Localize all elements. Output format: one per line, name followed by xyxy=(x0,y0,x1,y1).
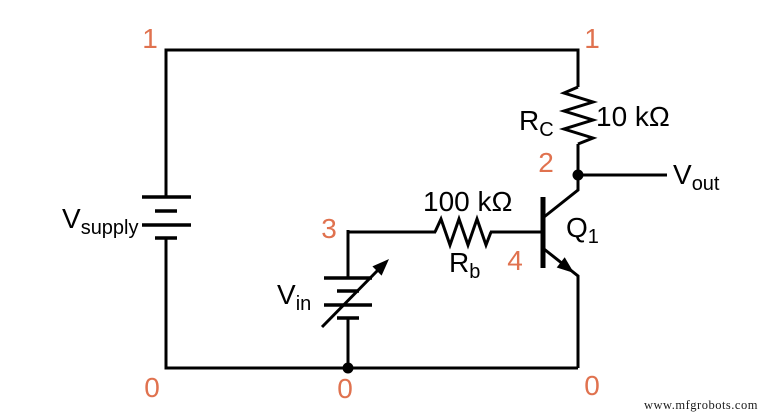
node-label-1-right: 1 xyxy=(584,23,600,54)
vin-label-main: V xyxy=(277,279,296,310)
rc-resistor-zigzag xyxy=(558,85,599,146)
vin-label-sub: in xyxy=(295,293,312,315)
rc-value: 10 kΩ xyxy=(596,101,670,132)
node2-junction-dot xyxy=(572,169,584,181)
vin-variable-arrow-icon xyxy=(372,259,389,276)
q1-label-sub: 1 xyxy=(587,226,599,248)
watermark-text: www.mfgrobots.com xyxy=(644,398,758,412)
node-label-2: 2 xyxy=(538,147,554,178)
wire-top-rail xyxy=(164,48,580,197)
rb-resistor-zigzag xyxy=(433,214,493,250)
rb-label: Rb xyxy=(449,247,481,283)
vout-label: Vout xyxy=(673,159,720,195)
wire-bottom-rail xyxy=(164,238,578,370)
node-label-0-right: 0 xyxy=(584,370,600,401)
node-label-3: 3 xyxy=(321,213,337,244)
emitter-arrow-icon xyxy=(556,257,574,273)
node-label-4: 4 xyxy=(507,245,523,276)
wire-collector xyxy=(543,175,580,219)
vsupply-battery xyxy=(142,195,191,240)
vin-label: Vin xyxy=(277,279,312,315)
vsupply-label-main: V xyxy=(62,203,81,234)
node-label-0-left: 0 xyxy=(144,372,160,403)
vsupply-label: Vsupply xyxy=(62,203,139,239)
rb-value: 100 kΩ xyxy=(423,186,513,217)
q1-label-main: Q xyxy=(566,212,588,243)
rb-label-main: R xyxy=(449,247,470,278)
ground-junction-dot xyxy=(342,362,354,374)
node-label-0-middle: 0 xyxy=(337,373,353,404)
vsupply-label-sub: supply xyxy=(80,217,139,239)
wire-emitter xyxy=(543,247,580,368)
vout-label-sub: out xyxy=(691,173,720,195)
rc-label-main: R xyxy=(519,105,540,136)
vin-battery xyxy=(320,259,389,329)
q1-label: Q1 xyxy=(566,212,599,248)
rc-label-sub: C xyxy=(539,119,554,141)
rb-label-sub: b xyxy=(469,261,481,283)
vin-variable-arrow-line xyxy=(320,267,381,329)
rc-label: RC xyxy=(519,105,554,141)
vout-label-main: V xyxy=(673,159,692,190)
node-label-1-left: 1 xyxy=(142,23,158,54)
